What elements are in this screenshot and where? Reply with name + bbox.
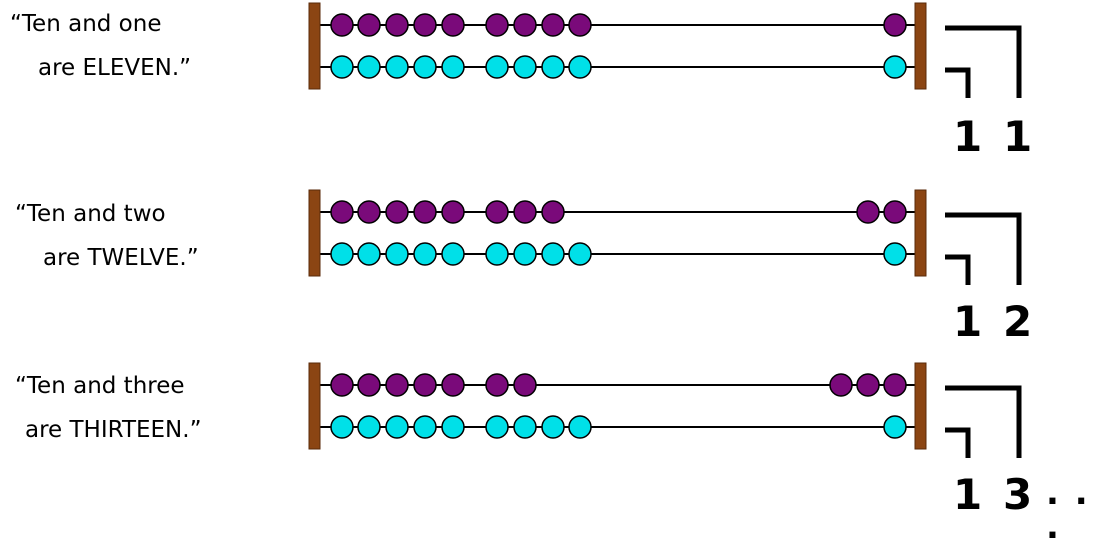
row1-top-left-bead bbox=[358, 14, 380, 36]
row1-right-frame bbox=[915, 3, 926, 89]
row1-top-left-bead bbox=[331, 14, 353, 36]
row2-bottom-left-bead bbox=[542, 243, 564, 265]
row2-bottom-left-bead bbox=[386, 243, 408, 265]
row1-bottom-left-bead bbox=[414, 56, 436, 78]
row3-top-right-bead bbox=[830, 374, 852, 396]
row1-left-frame bbox=[309, 3, 320, 89]
row3-top-right-bead bbox=[857, 374, 879, 396]
row3-ones-bracket bbox=[945, 430, 968, 458]
row1-bottom-left-bead bbox=[331, 56, 353, 78]
row3-bottom-left-bead bbox=[358, 416, 380, 438]
row3-top-left-bead bbox=[514, 374, 536, 396]
row2-left-frame bbox=[309, 190, 320, 276]
row2-top-left-bead bbox=[442, 201, 464, 223]
row2-top-left-bead bbox=[386, 201, 408, 223]
row2-tens-bracket bbox=[945, 215, 1019, 285]
row2-top-left-bead bbox=[514, 201, 536, 223]
row2-bottom-left-bead bbox=[569, 243, 591, 265]
row3-bottom-left-bead bbox=[442, 416, 464, 438]
row2-top-left-bead bbox=[486, 201, 508, 223]
row1-ones-bracket bbox=[945, 70, 968, 98]
row2-digit-ones: 2 bbox=[1003, 301, 1032, 343]
row1-digit-tens: 1 bbox=[953, 116, 982, 158]
row3-bottom-left-bead bbox=[331, 416, 353, 438]
continuation-ellipsis: . . . bbox=[1046, 476, 1102, 544]
row1-top-left-bead bbox=[386, 14, 408, 36]
row3-top-left-bead bbox=[358, 374, 380, 396]
row3-top-left-bead bbox=[486, 374, 508, 396]
row2-bottom-left-bead bbox=[486, 243, 508, 265]
row2-top-left-bead bbox=[358, 201, 380, 223]
row1-top-left-bead bbox=[514, 14, 536, 36]
row3-tens-bracket bbox=[945, 388, 1019, 458]
abacus-diagram bbox=[0, 0, 1102, 516]
row2-bottom-left-bead bbox=[514, 243, 536, 265]
row1-top-left-bead bbox=[414, 14, 436, 36]
row1-bottom-left-bead bbox=[358, 56, 380, 78]
row1-bottom-left-bead bbox=[514, 56, 536, 78]
row2-ones-bracket bbox=[945, 257, 968, 285]
row1-bottom-left-bead bbox=[542, 56, 564, 78]
row3-top-left-bead bbox=[442, 374, 464, 396]
row2-top-right-bead bbox=[857, 201, 879, 223]
row1-top-left-bead bbox=[442, 14, 464, 36]
row1-bottom-left-bead bbox=[442, 56, 464, 78]
row1-bottom-right-bead bbox=[884, 56, 906, 78]
row3-digit-ones: 3 bbox=[1003, 474, 1032, 516]
row3-bottom-left-bead bbox=[414, 416, 436, 438]
row1-bottom-left-bead bbox=[486, 56, 508, 78]
row3-top-left-bead bbox=[331, 374, 353, 396]
row2-bottom-right-bead bbox=[884, 243, 906, 265]
row2-right-frame bbox=[915, 190, 926, 276]
row1-bottom-left-bead bbox=[386, 56, 408, 78]
row1-tens-bracket bbox=[945, 28, 1019, 98]
row3-right-frame bbox=[915, 363, 926, 449]
row3-top-right-bead bbox=[884, 374, 906, 396]
row3-bottom-left-bead bbox=[514, 416, 536, 438]
row2-digit-tens: 1 bbox=[953, 301, 982, 343]
row1-top-left-bead bbox=[569, 14, 591, 36]
row3-bottom-right-bead bbox=[884, 416, 906, 438]
row1-top-right-bead bbox=[884, 14, 906, 36]
row2-bottom-left-bead bbox=[358, 243, 380, 265]
row3-bottom-left-bead bbox=[542, 416, 564, 438]
row2-bottom-left-bead bbox=[414, 243, 436, 265]
row2-top-left-bead bbox=[414, 201, 436, 223]
row2-bottom-left-bead bbox=[442, 243, 464, 265]
row2-bottom-left-bead bbox=[331, 243, 353, 265]
row3-top-left-bead bbox=[386, 374, 408, 396]
row2-top-right-bead bbox=[884, 201, 906, 223]
row3-bottom-left-bead bbox=[486, 416, 508, 438]
row2-top-left-bead bbox=[331, 201, 353, 223]
row3-bottom-left-bead bbox=[569, 416, 591, 438]
row2-top-left-bead bbox=[542, 201, 564, 223]
row3-left-frame bbox=[309, 363, 320, 449]
row3-top-left-bead bbox=[414, 374, 436, 396]
row1-top-left-bead bbox=[486, 14, 508, 36]
row1-top-left-bead bbox=[542, 14, 564, 36]
row3-digit-tens: 1 bbox=[953, 474, 982, 516]
row3-bottom-left-bead bbox=[386, 416, 408, 438]
row1-digit-ones: 1 bbox=[1003, 116, 1032, 158]
row1-bottom-left-bead bbox=[569, 56, 591, 78]
